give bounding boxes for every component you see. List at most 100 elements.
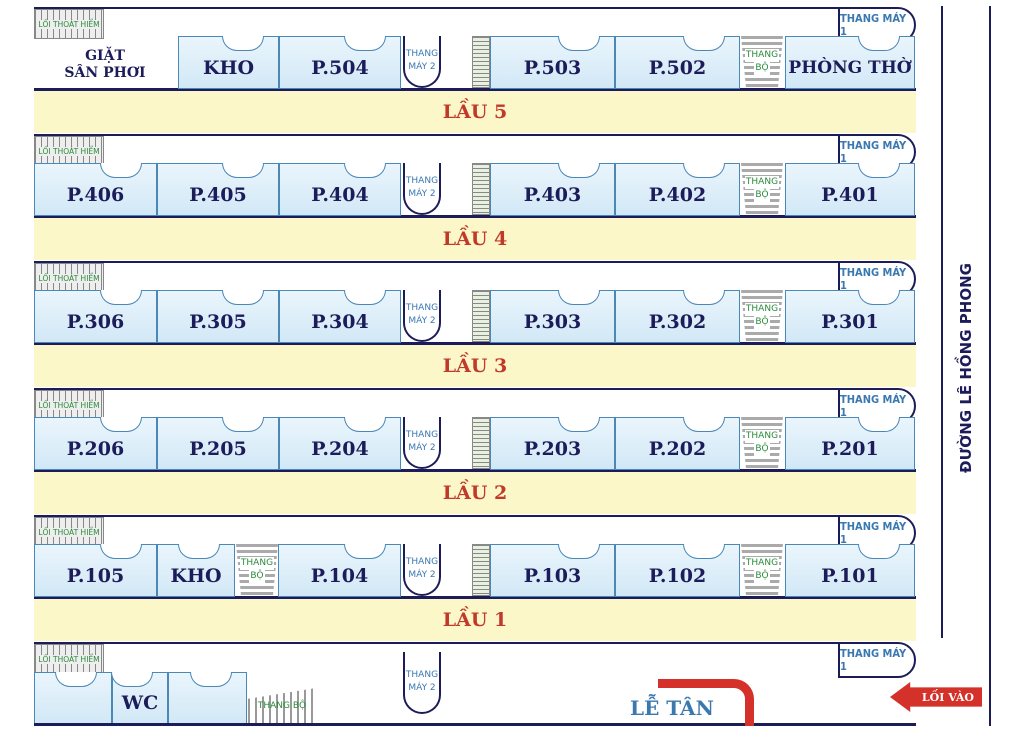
- room: P.201: [785, 417, 915, 470]
- floor-top-wall: [34, 261, 864, 263]
- exit-label: LỐI THOÁT HIỂM: [38, 19, 100, 29]
- label: THANG: [405, 176, 439, 186]
- room: KHO: [157, 544, 235, 597]
- floor-label: LẦU 2: [34, 472, 916, 514]
- label: THANG: [239, 557, 275, 570]
- room: P.101: [785, 544, 915, 597]
- room: P.105: [34, 544, 157, 597]
- road-edge-inner: [941, 6, 943, 638]
- exit-label: LỐI THOÁT HIỂM: [38, 273, 100, 283]
- room: P.504: [279, 36, 401, 89]
- label: THANG: [405, 303, 439, 313]
- emergency-exit: LỐI THOÁT HIỂM: [34, 136, 104, 166]
- room: P.305: [157, 290, 279, 343]
- exit-label: LỐI THOÁT HIỂM: [38, 146, 100, 156]
- room: P.102: [615, 544, 740, 597]
- emergency-exit: LỐI THOÁT HIỂM: [34, 9, 104, 39]
- floor-label: LẦU 1: [34, 599, 916, 641]
- room: P.205: [157, 417, 279, 470]
- floor-bottom-wall: [34, 88, 916, 91]
- exit-label: LỐI THOÁT HIỂM: [38, 527, 100, 537]
- elevator-2: THANG MÁY 2: [403, 36, 441, 88]
- floor-top-wall: [34, 388, 864, 390]
- restroom: [34, 672, 112, 724]
- ground-top-wall: [34, 642, 864, 644]
- elevator-2: THANG MÁY 2: [403, 290, 441, 342]
- road-label: ĐƯỜNG LÊ HỒNG PHONG: [957, 263, 975, 473]
- floor-top-wall: [34, 515, 864, 517]
- emergency-exit: LỐI THOÁT HIỂM: [34, 263, 104, 293]
- label: BỘ: [249, 570, 265, 583]
- floor-label: LẦU 5: [34, 91, 916, 133]
- room: P.502: [615, 36, 740, 89]
- ground-stairs: THANG BỘ: [248, 688, 316, 724]
- floor-label: LẦU 3: [34, 345, 916, 387]
- label: BỘ: [754, 316, 770, 329]
- label: THANG: [744, 49, 780, 62]
- exit-label: LỐI THOÁT HIỂM: [38, 400, 100, 410]
- label: THANG: [744, 176, 780, 189]
- label: MÁY 2: [408, 683, 436, 693]
- entrance-arrow: LỐI VÀO: [890, 682, 982, 712]
- room: P.503: [490, 36, 615, 89]
- floor-top-wall: [34, 7, 864, 9]
- room: P.304: [279, 290, 401, 343]
- room: P.402: [615, 163, 740, 216]
- floor-bottom-wall: [34, 469, 916, 472]
- room: P.203: [490, 417, 615, 470]
- emergency-exit: LỐI THOÁT HIỂM: [34, 390, 104, 420]
- label: GIẶT: [85, 48, 125, 64]
- wc-room: WC: [111, 672, 168, 724]
- emergency-exit: LỐI THOÁT HIỂM: [34, 517, 104, 547]
- floor-label: LẦU 4: [34, 218, 916, 260]
- road-edge-outer: [989, 6, 991, 726]
- elevator-2: THANG MÁY 2: [403, 544, 441, 596]
- floor-bottom-wall: [34, 342, 916, 345]
- label: MÁY 2: [408, 316, 436, 326]
- emergency-stair-strip: [472, 163, 490, 215]
- emergency-stair-strip: [472, 290, 490, 342]
- room: P.306: [34, 290, 157, 343]
- room: P.302: [615, 290, 740, 343]
- label: THANG: [405, 49, 439, 59]
- emergency-stair-strip: [472, 36, 490, 88]
- exit-label: LỐI THOÁT HIỂM: [38, 654, 100, 664]
- room: P.206: [34, 417, 157, 470]
- floor-top-wall: [34, 134, 864, 136]
- room: P.204: [279, 417, 401, 470]
- label: THANG: [405, 557, 439, 567]
- restroom: [168, 672, 247, 724]
- label: MÁY 2: [408, 62, 436, 72]
- label: THANG: [744, 430, 780, 443]
- room: P.103: [490, 544, 615, 597]
- label: MÁY 2: [408, 570, 436, 580]
- elevator-1: THANG MÁY 1: [838, 642, 916, 678]
- emergency-stair-strip: [472, 544, 490, 596]
- label: BỘ: [754, 570, 770, 583]
- room: P.403: [490, 163, 615, 216]
- reception-desk: [658, 679, 754, 726]
- emergency-stair-strip: [472, 417, 490, 469]
- reception-label: LỄ TÂN: [630, 696, 714, 720]
- room: P.406: [34, 163, 157, 216]
- room: PHÒNG THỜ: [785, 36, 915, 89]
- label: SÂN PHƠI: [64, 65, 146, 81]
- label: BỘ: [754, 443, 770, 456]
- label: THANG: [744, 303, 780, 316]
- room: P.404: [279, 163, 401, 216]
- floor-bottom-wall: [34, 215, 916, 218]
- floor-bottom-wall: [34, 596, 916, 599]
- room: P.104: [278, 544, 401, 597]
- room: P.405: [157, 163, 279, 216]
- label: THANG: [405, 430, 439, 440]
- label: BỘ: [754, 189, 770, 202]
- label: THANG BỘ: [257, 701, 307, 711]
